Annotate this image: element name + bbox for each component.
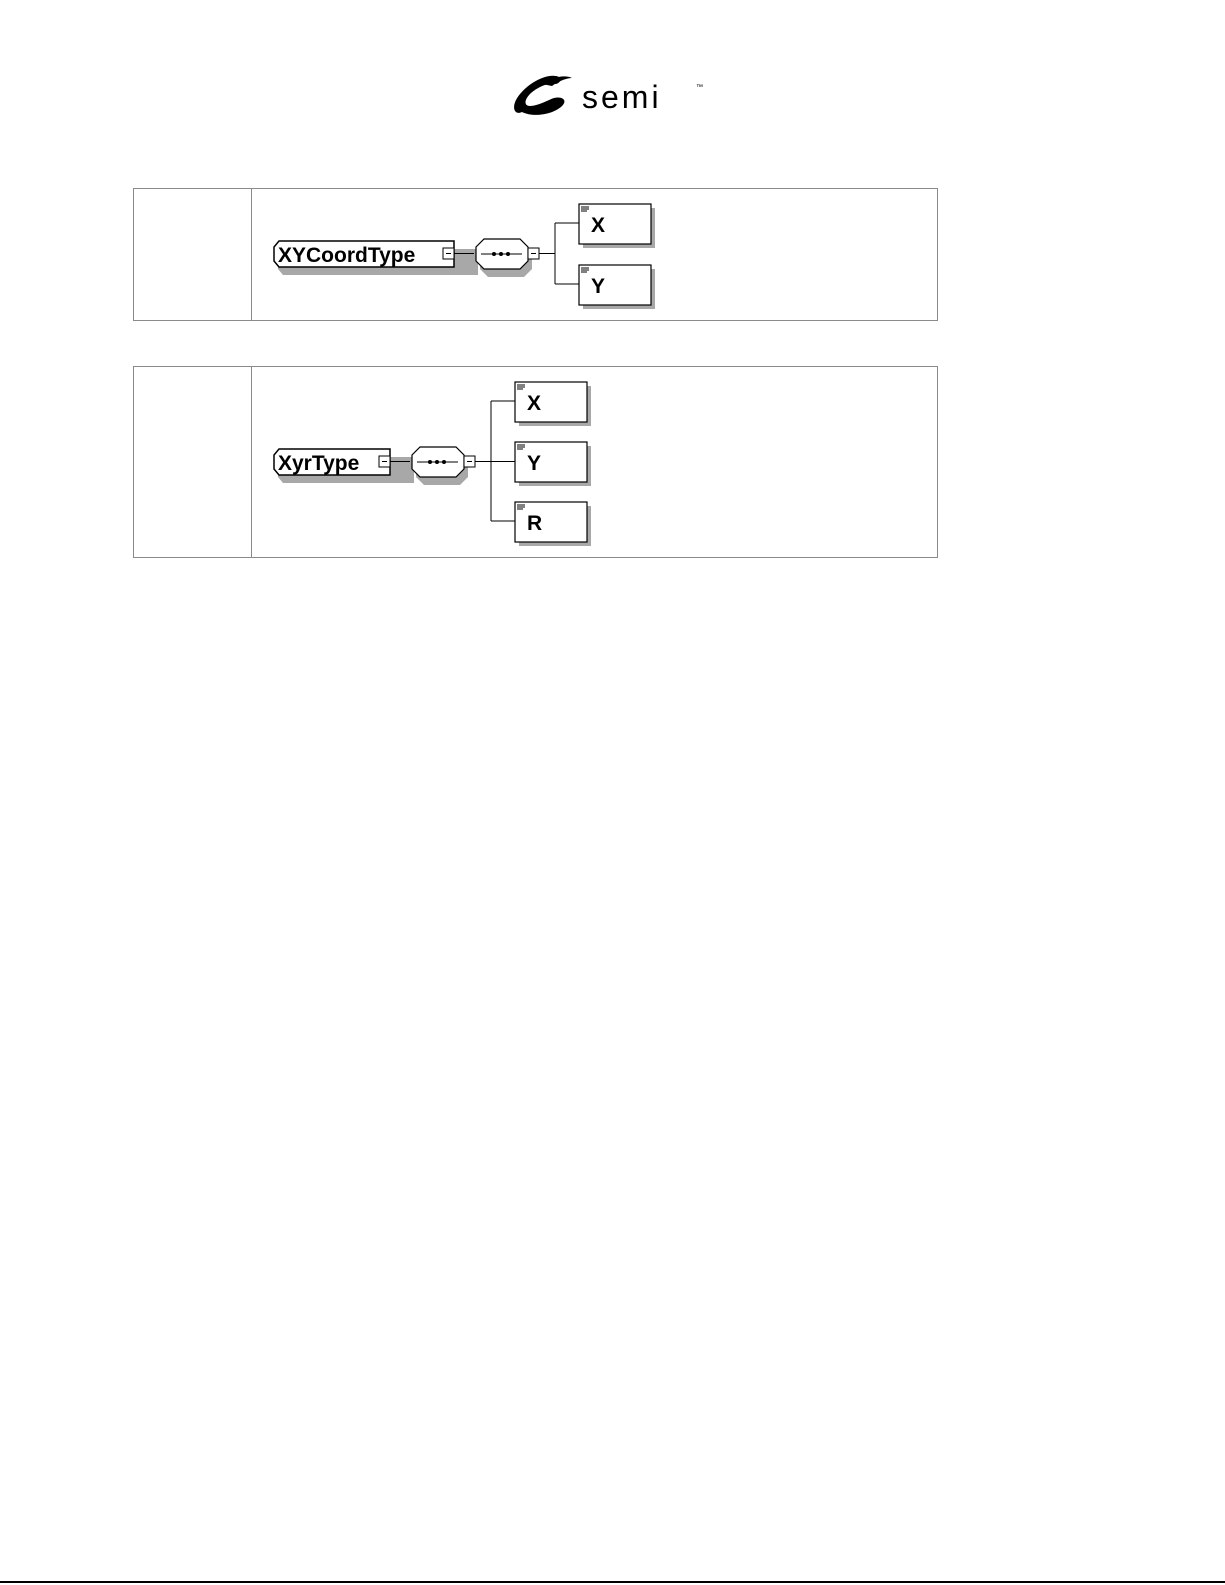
element-name: X <box>591 214 605 237</box>
element-node: Y <box>579 265 655 309</box>
schema-diagram-cell: XYCoordType <box>252 189 937 320</box>
element-name: R <box>527 512 542 535</box>
semi-logo: semi ™ <box>512 70 707 122</box>
page-footer-rule <box>0 1581 1225 1583</box>
trademark-mark: ™ <box>696 84 703 91</box>
sequence-compositor-icon <box>412 447 468 485</box>
schema-table-xycoordtype: XYCoordType <box>133 188 938 321</box>
collapse-toggle-icon[interactable] <box>528 248 539 259</box>
element-node: Y <box>515 442 591 486</box>
schema-table-xyrtype: XyrType <box>133 366 938 558</box>
element-node: X <box>579 204 655 248</box>
element-node: R <box>515 502 591 546</box>
complex-type-name: XyrType <box>278 452 359 475</box>
element-name: Y <box>591 275 605 298</box>
semi-logo-icon: semi <box>512 70 707 122</box>
complex-type-node: XyrType <box>274 449 414 483</box>
semi-wordmark: semi <box>582 79 662 115</box>
collapse-toggle-icon[interactable] <box>443 248 454 259</box>
collapse-toggle-icon[interactable] <box>464 456 475 467</box>
schema-diagram-xyrtype: XyrType <box>252 367 938 557</box>
complex-type-name: XYCoordType <box>278 244 415 267</box>
element-name: Y <box>527 452 541 475</box>
schema-diagram-xycoordtype: XYCoordType <box>252 189 938 320</box>
schema-diagram-cell: XyrType <box>252 367 937 557</box>
collapse-toggle-icon[interactable] <box>379 456 390 467</box>
table-label-cell <box>134 367 252 557</box>
table-label-cell <box>134 189 252 320</box>
sequence-compositor-icon <box>476 239 532 277</box>
tree-connectors <box>539 223 579 284</box>
element-name: X <box>527 392 541 415</box>
element-node: X <box>515 382 591 426</box>
tree-connectors <box>475 401 515 521</box>
